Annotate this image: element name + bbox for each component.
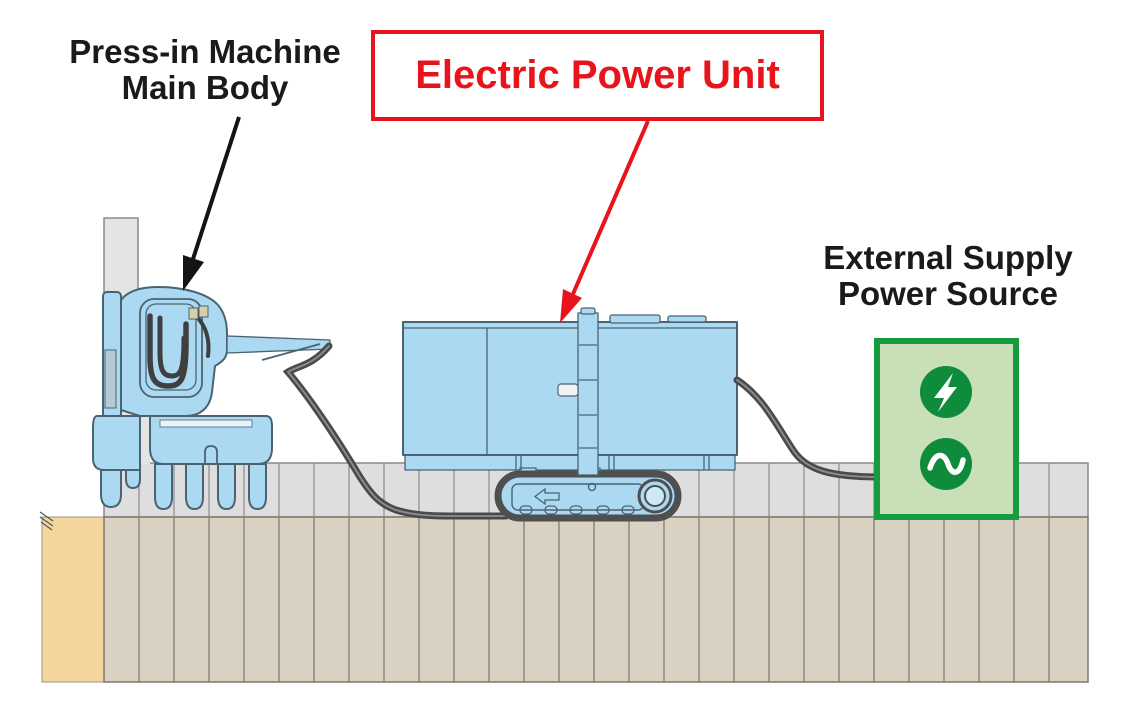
press-in-machine-label-line2: Main Body <box>121 68 289 106</box>
left-arrow-icon <box>533 487 560 506</box>
base-hinge-marks <box>515 455 710 470</box>
external-supply-label-line1: External Supply <box>823 239 1073 276</box>
ac-sine-wave-icon <box>927 452 966 475</box>
press-in-label-arrow <box>183 116 241 291</box>
unit-base-strip <box>404 454 736 471</box>
door-handle <box>557 383 579 397</box>
machine-arm <box>226 335 331 354</box>
electric-power-unit-label: Electric Power Unit <box>415 53 780 97</box>
press-in-machine-label-line1: Press-in Machine <box>69 33 341 70</box>
saddle-highlight <box>159 419 253 428</box>
machine-side-panel <box>104 349 117 409</box>
ladder-cap <box>580 307 596 315</box>
lightning-bolt-icon <box>934 373 957 412</box>
hydraulic-hose <box>157 315 187 379</box>
press-in-machine-label: Press-in Machine Main Body <box>40 34 370 105</box>
external-supply-label-line2: Power Source <box>837 274 1059 312</box>
machine-mast-frame-inner <box>145 303 197 391</box>
machine-clamp <box>92 415 141 471</box>
machine-mast-frame <box>139 298 203 398</box>
sheet-pile-wall-buried <box>103 516 1089 683</box>
power-cable-left <box>282 342 510 520</box>
track-roller <box>569 505 583 515</box>
electric-power-unit-callout: Electric Power Unit <box>371 30 824 121</box>
saddle-leg <box>217 463 236 510</box>
excavated-soil <box>41 516 105 683</box>
saddle-notch <box>204 445 218 464</box>
ladder-column <box>577 312 599 476</box>
track-roller <box>621 505 635 515</box>
ground-level-hatch <box>39 511 54 531</box>
arm-support-strut <box>261 343 321 361</box>
track-roller <box>596 505 610 515</box>
machine-saddle <box>149 415 273 465</box>
roof-hatch <box>609 314 661 324</box>
electric-unit-label-arrow <box>560 120 650 323</box>
track-roller-top <box>587 482 597 492</box>
power-cable-right <box>733 376 884 481</box>
press-in-machine-illustration <box>92 286 331 510</box>
track-sprocket-hub <box>644 485 666 507</box>
external-power-source-box <box>874 338 1019 520</box>
ladder-rungs <box>579 344 597 449</box>
clamp-foot-short <box>125 469 141 489</box>
track-roller <box>519 505 533 515</box>
track-roller <box>544 505 558 515</box>
saddle-leg <box>154 463 173 510</box>
sheet-pile-joints-buried <box>138 517 1050 682</box>
hose-fitting <box>198 305 209 318</box>
roof-hatch <box>667 315 707 323</box>
electric-power-unit-illustration <box>402 307 738 522</box>
saddle-leg <box>185 463 204 510</box>
clamp-foot <box>100 469 122 508</box>
hose-fitting <box>188 307 199 320</box>
external-supply-label: External Supply Power Source <box>798 240 1098 311</box>
saddle-leg <box>248 463 267 510</box>
